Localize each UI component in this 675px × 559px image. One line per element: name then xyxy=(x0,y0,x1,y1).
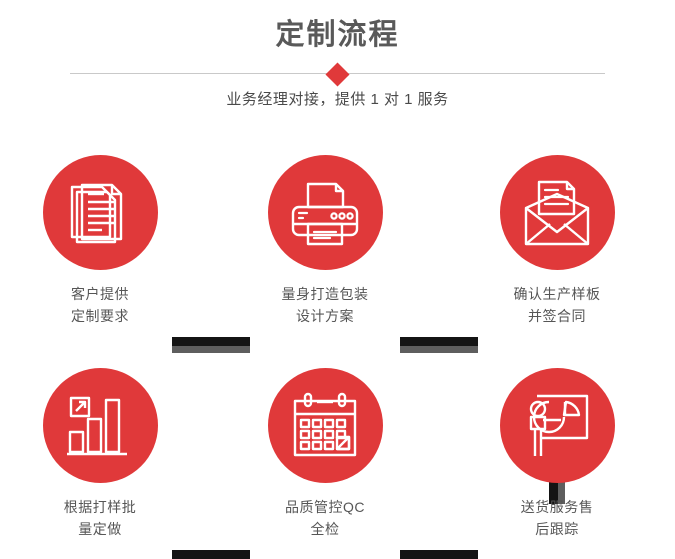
documents-stack-icon xyxy=(70,183,123,243)
step-3-label: 确认生产样板 并签合同 xyxy=(513,286,601,324)
connector-step1-step2 xyxy=(172,337,250,346)
header: 定制流程 业务经理对接，提供 1 对 1 服务 xyxy=(0,0,675,130)
flow-step-2[interactable]: 量身打造包装 设计方案 xyxy=(245,155,405,327)
flow-step-1[interactable]: 客户提供 定制要求 xyxy=(20,155,180,327)
diamond-marker-icon xyxy=(325,61,350,87)
printer-icon xyxy=(291,182,359,245)
flow-step-6[interactable]: 送货服务售 后跟踪 xyxy=(477,368,637,540)
flow-step-5[interactable]: 品质管控QC 全检 xyxy=(245,368,405,540)
flow-step-3[interactable]: 确认生产样板 并签合同 xyxy=(477,155,637,327)
step-4-icon-circle xyxy=(42,368,158,483)
presentation-pie-chart-icon xyxy=(529,394,589,456)
flow-step-4[interactable]: 根据打样批 量定做 xyxy=(20,368,180,540)
divider xyxy=(70,61,605,87)
step-1-label: 客户提供 定制要求 xyxy=(71,286,129,324)
page-subtitle: 业务经理对接，提供 1 对 1 服务 xyxy=(226,91,449,108)
connector-step3-step6 xyxy=(549,468,558,504)
step-6-icon-circle xyxy=(499,368,615,483)
step-1-icon-circle xyxy=(42,155,158,270)
envelope-letter-icon xyxy=(524,180,590,245)
step-3-icon-circle xyxy=(499,155,615,270)
step-2-label: 量身打造包装 设计方案 xyxy=(281,286,369,324)
calendar-check-icon xyxy=(293,392,357,456)
bar-chart-growth-icon xyxy=(67,396,127,455)
connector-step5-step6 xyxy=(400,550,478,559)
process-flow: 客户提供 定制要求 xyxy=(0,130,675,559)
page-title: 定制流程 xyxy=(275,19,400,51)
step-5-label: 品质管控QC 全检 xyxy=(285,499,365,537)
connector-step2-step3 xyxy=(400,337,478,346)
connector-step4-step5 xyxy=(172,550,250,559)
step-6-label: 送货服务售 后跟踪 xyxy=(520,499,594,537)
step-4-label: 根据打样批 量定做 xyxy=(63,499,137,537)
step-5-icon-circle xyxy=(267,368,383,483)
step-2-icon-circle xyxy=(267,155,383,270)
